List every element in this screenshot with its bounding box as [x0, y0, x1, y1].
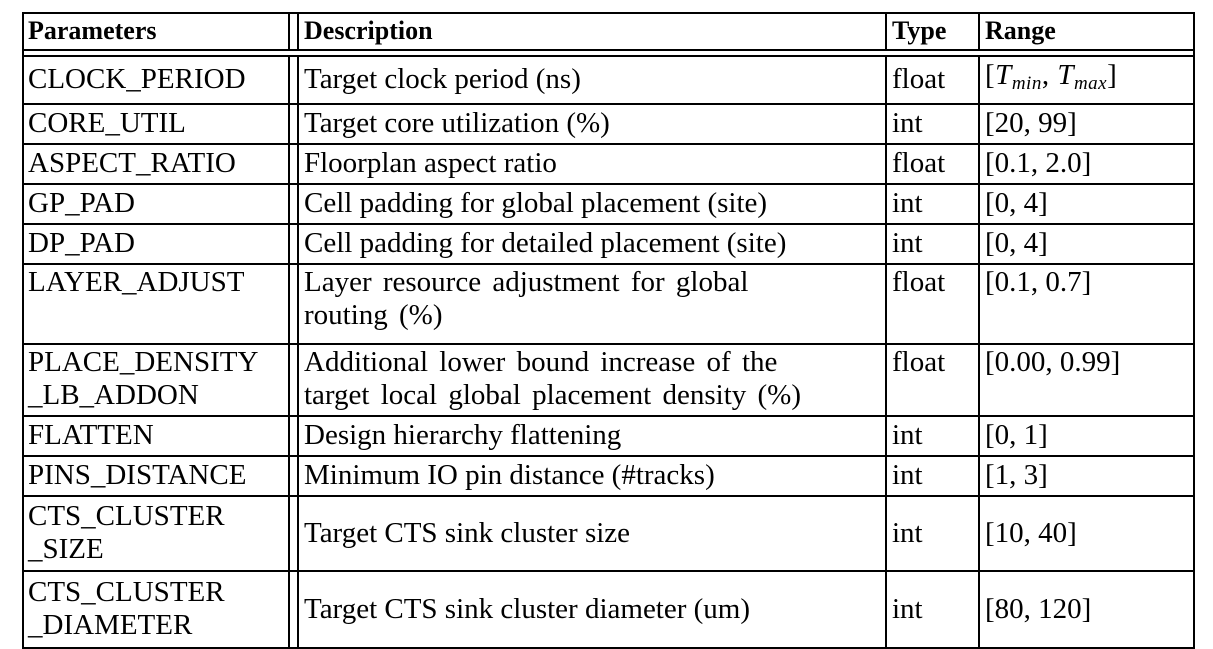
t-min-subscript: min — [1011, 73, 1042, 94]
header-type: Type — [887, 14, 980, 49]
math-range: [Tmin, Tmax] — [985, 59, 1187, 100]
type-cell: int — [887, 185, 980, 223]
type-cell: float — [887, 57, 980, 103]
table-row-flatten: FLATTEN Design hierarchy flattening int … — [24, 417, 1193, 457]
description-cell: Minimum IO pin distance (#tracks) — [299, 457, 887, 495]
range-cell: [0.1, 2.0] — [985, 147, 1092, 179]
column-double-rule — [290, 417, 299, 455]
comma-separator: , — [1041, 59, 1058, 91]
range-cell: [0, 4] — [985, 187, 1048, 219]
column-double-rule — [290, 457, 299, 495]
param-cell: PINS_DISTANCE — [24, 457, 290, 495]
header-description: Description — [299, 14, 887, 49]
range-cell: [1, 3] — [985, 459, 1048, 491]
type-cell: int — [887, 572, 980, 647]
param-cell: LAYER_ADJUST — [24, 265, 290, 343]
table-row-aspect-ratio: ASPECT_RATIO Floorplan aspect ratio floa… — [24, 145, 1193, 185]
range-cell: [0, 4] — [985, 227, 1048, 259]
type-cell: int — [887, 225, 980, 263]
range-cell: [20, 99] — [985, 107, 1077, 139]
bracket-close: ] — [1107, 59, 1118, 91]
type-cell: float — [887, 145, 980, 183]
column-double-rule — [290, 265, 299, 343]
type-cell: int — [887, 417, 980, 455]
description-cell: Target clock period (ns) — [299, 57, 887, 103]
header-range: Range — [985, 16, 1056, 45]
column-double-rule — [290, 185, 299, 223]
t-min-symbol: T — [995, 59, 1012, 91]
parameters-table: Parameters Description Type Range CLOCK_… — [22, 12, 1195, 649]
column-double-rule — [290, 57, 299, 103]
range-cell: [10, 40] — [985, 516, 1077, 549]
column-double-rule — [290, 105, 299, 143]
type-cell: int — [887, 457, 980, 495]
header-double-rule-gap — [24, 51, 1193, 57]
table-row-layer-adjust: LAYER_ADJUST Layer resource adjustment f… — [24, 265, 1193, 345]
param-cell: PLACE_DENSITY _LB_ADDON — [24, 345, 290, 415]
param-cell: CTS_CLUSTER _DIAMETER — [24, 572, 290, 647]
table-row-pins-distance: PINS_DISTANCE Minimum IO pin distance (#… — [24, 457, 1193, 497]
description-cell: Cell padding for global placement (site) — [299, 185, 887, 223]
column-double-rule — [290, 497, 299, 570]
table-row-clock-period: CLOCK_PERIOD Target clock period (ns) fl… — [24, 57, 1193, 105]
param-cell: CTS_CLUSTER _SIZE — [24, 497, 290, 570]
param-cell: CORE_UTIL — [24, 105, 290, 143]
description-cell: Floorplan aspect ratio — [299, 145, 887, 183]
param-cell: DP_PAD — [24, 225, 290, 263]
range-cell: [0.00, 0.99] — [985, 346, 1121, 378]
type-cell: int — [887, 497, 980, 570]
column-double-rule — [290, 572, 299, 647]
table-row-gp-pad: GP_PAD Cell padding for global placement… — [24, 185, 1193, 225]
range-cell: [80, 120] — [985, 592, 1092, 625]
column-double-rule — [290, 145, 299, 183]
table-row-core-util: CORE_UTIL Target core utilization (%) in… — [24, 105, 1193, 145]
param-cell: GP_PAD — [24, 185, 290, 223]
type-cell: float — [887, 265, 980, 343]
param-cell: CLOCK_PERIOD — [24, 57, 290, 103]
table-row-place-density-lb-addon: PLACE_DENSITY _LB_ADDON Additional lower… — [24, 345, 1193, 417]
type-cell: int — [887, 105, 980, 143]
description-cell: Design hierarchy flattening — [299, 417, 887, 455]
column-double-rule — [290, 14, 299, 49]
t-max-symbol: T — [1057, 59, 1074, 91]
table-row-cts-cluster-size: CTS_CLUSTER _SIZE Target CTS sink cluste… — [24, 497, 1193, 572]
header-parameters: Parameters — [24, 14, 290, 49]
type-cell: float — [887, 345, 980, 415]
description-cell: Cell padding for detailed placement (sit… — [299, 225, 887, 263]
column-double-rule — [290, 345, 299, 415]
description-cell: Target core utilization (%) — [299, 105, 887, 143]
range-cell: [0, 1] — [985, 419, 1048, 451]
range-cell: [0.1, 0.7] — [985, 266, 1092, 298]
description-cell: Target CTS sink cluster size — [299, 497, 887, 570]
param-cell: ASPECT_RATIO — [24, 145, 290, 183]
t-max-subscript: max — [1073, 73, 1108, 94]
bracket-open: [ — [985, 59, 996, 91]
description-cell: Additional lower bound increase of the t… — [299, 345, 887, 415]
table-header-row: Parameters Description Type Range — [24, 14, 1193, 51]
column-double-rule — [290, 225, 299, 263]
table-row-dp-pad: DP_PAD Cell padding for detailed placeme… — [24, 225, 1193, 265]
table-row-cts-cluster-diameter: CTS_CLUSTER _DIAMETER Target CTS sink cl… — [24, 572, 1193, 647]
range-cell: [Tmin, Tmax] — [980, 57, 1193, 103]
description-cell: Target CTS sink cluster diameter (um) — [299, 572, 887, 647]
description-cell: Layer resource adjustment for global rou… — [299, 265, 887, 343]
param-cell: FLATTEN — [24, 417, 290, 455]
